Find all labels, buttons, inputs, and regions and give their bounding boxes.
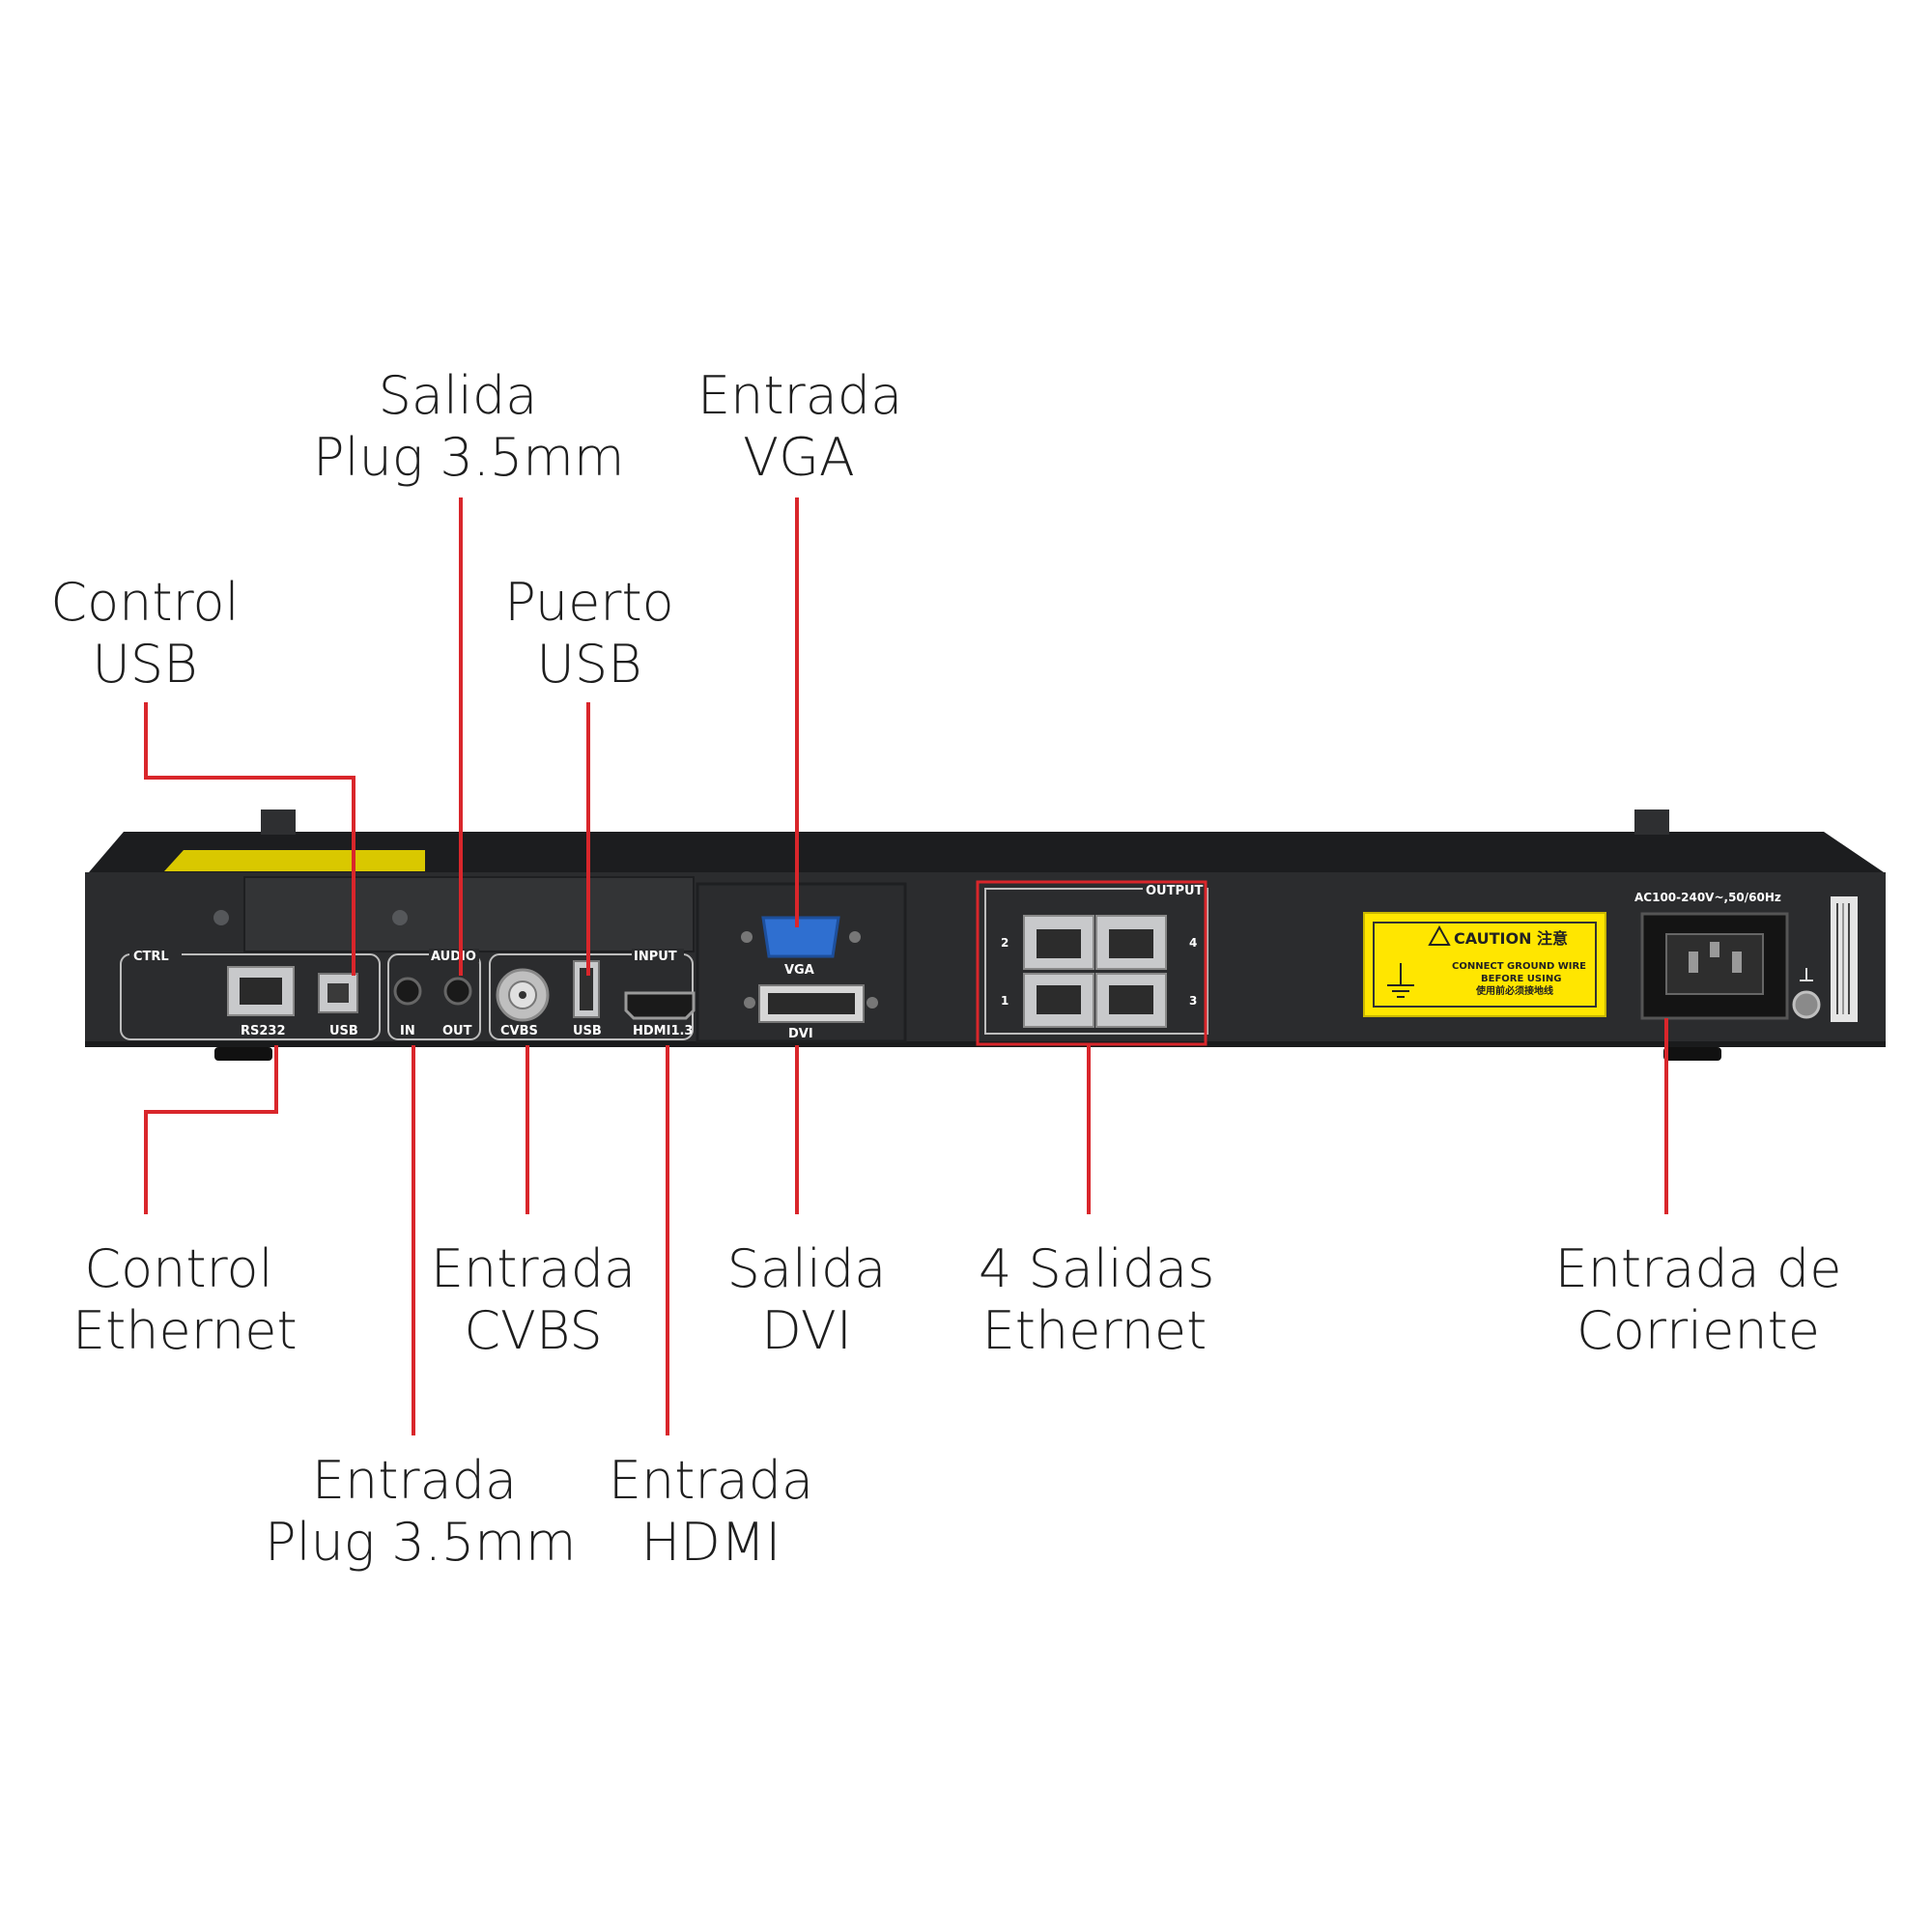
chassis-top [89, 832, 1884, 872]
output-port-number: 2 [1001, 936, 1009, 950]
screw-icon [741, 931, 753, 943]
callout-salidas-ethernet: 4 Salidas Ethernet [979, 1238, 1215, 1361]
ctrl-group-label: CTRL [133, 950, 169, 964]
callout-entrada-plug: Entrada Plug 3.5mm [265, 1450, 577, 1573]
screw-icon [867, 997, 878, 1009]
caution-line-2: BEFORE USING [1481, 974, 1561, 984]
callout-entrada-cvbs: Entrada CVBS [430, 1238, 637, 1361]
input-group-label: INPUT [634, 950, 677, 964]
callout-puerto-usb: Puerto USB [504, 572, 674, 695]
barcode-sticker [1831, 896, 1858, 1022]
output-port-number: 4 [1189, 936, 1197, 950]
top-yellow-sticker [164, 850, 425, 871]
caution-line-3: 使用前必须接地线 [1475, 984, 1553, 997]
callout-entrada-vga: Entrada VGA [697, 365, 903, 488]
rack-ear-right [1634, 810, 1669, 835]
callout-salida-plug: Salida Plug 3.5mm [313, 365, 625, 488]
vga-label: VGA [784, 963, 814, 978]
callout-control-ethernet: Control Ethernet [72, 1238, 298, 1361]
ethernet-output-port[interactable] [1095, 973, 1167, 1028]
output-port-number: 1 [1001, 994, 1009, 1008]
caution-title: CAUTION 注意 [1454, 929, 1568, 948]
vga-port[interactable] [761, 916, 840, 958]
screw-icon [213, 910, 229, 925]
caution-label [1363, 912, 1606, 1017]
output-group-label: OUTPUT [1146, 884, 1204, 898]
ctrl-group-frame [120, 953, 381, 1040]
warning-icon [1428, 924, 1451, 946]
caution-line-1: CONNECT GROUND WIRE [1452, 961, 1586, 972]
output-group-frame [984, 888, 1208, 1035]
dvi-label: DVI [788, 1027, 813, 1041]
hdmi-label: HDMI1.3 [633, 1024, 693, 1038]
power-rating-label: AC100-240V~,50/60Hz [1634, 891, 1781, 904]
screw-icon [849, 931, 861, 943]
ctrl-usb-label: USB [329, 1024, 358, 1038]
leader-lines [144, 497, 1668, 1435]
screw-icon [392, 910, 408, 925]
audio-in-label: IN [400, 1024, 415, 1038]
output-port-number: 3 [1189, 994, 1197, 1008]
leader-line [144, 702, 355, 976]
audio-group-label: AUDIO [431, 950, 476, 964]
callout-salida-dvi: Salida DVI [726, 1238, 887, 1361]
audio-out-label: OUT [442, 1024, 472, 1038]
callout-control-usb: Control USB [50, 572, 240, 695]
foot-right [1663, 1047, 1721, 1061]
ground-terminal-icon [1792, 990, 1821, 1019]
callout-entrada-hdmi: Entrada HDMI [608, 1450, 814, 1573]
screw-icon [744, 997, 755, 1009]
video-panel-frame [696, 882, 907, 1043]
audio-out-jack[interactable] [443, 977, 472, 1006]
input-usb-label: USB [573, 1024, 602, 1038]
leader-line [144, 1045, 278, 1214]
audio-in-jack[interactable] [393, 977, 422, 1006]
rs232-label: RS232 [241, 1024, 286, 1038]
cover-plate [243, 876, 695, 952]
callout-entrada-corriente: Entrada de Corriente [1554, 1238, 1842, 1361]
foot-left [214, 1047, 272, 1061]
rack-ear-left [261, 810, 296, 835]
cvbs-label: CVBS [500, 1024, 538, 1038]
hdmi-port[interactable] [624, 991, 696, 1020]
output-highlight-box [976, 880, 1208, 1046]
